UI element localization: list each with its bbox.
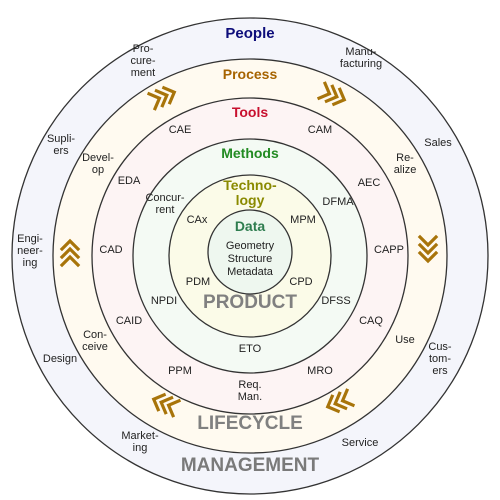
people-label-procurement-2: cure- — [130, 55, 155, 67]
people-label-engineering-2: neer- — [17, 245, 43, 257]
people-label-manufacturing-1: Manu- — [345, 46, 377, 58]
people-label-marketing-1: Market- — [121, 430, 159, 442]
tool-label-cad: CAD — [99, 244, 122, 256]
tool-label-req-1: Req. — [238, 379, 261, 391]
people-label-supliers-1: Supli- — [47, 133, 75, 145]
tool-label-mro: MRO — [307, 365, 333, 377]
tech-label-cax: CAx — [187, 214, 208, 226]
people-label-customers-2: tom- — [429, 353, 451, 365]
people-label-engineering-1: Engi- — [17, 233, 43, 245]
process-label-develop-1: Devel- — [82, 152, 114, 164]
people-label-supliers-2: ers — [53, 145, 69, 157]
chevron-arrow-icon — [59, 238, 81, 268]
tool-label-eda: EDA — [118, 175, 141, 187]
chevron-arrow-icon — [417, 234, 439, 264]
lifecycle-title: LIFECYCLE — [197, 413, 303, 434]
people-label-procurement-3: ment — [131, 67, 155, 79]
chevron-arrow-icon — [325, 388, 356, 414]
technology-title-line1: Techno- — [223, 177, 277, 193]
people-label-manufacturing-2: facturing — [340, 58, 382, 70]
people-label-procurement-1: Pro- — [133, 43, 154, 55]
chevron-arrow-icon — [316, 81, 347, 107]
process-label-realize-1: Re- — [396, 152, 414, 164]
people-label-engineering-3: ing — [23, 257, 38, 269]
tool-label-cam: CAM — [308, 124, 332, 136]
people-label-design: Design — [43, 353, 77, 365]
data-item-metadata: Metadata — [227, 266, 274, 278]
technology-title-line2: logy — [236, 192, 265, 208]
tech-label-pdm: PDM — [186, 276, 210, 288]
tool-label-aec: AEC — [358, 177, 381, 189]
method-label-dfss: DFSS — [321, 295, 350, 307]
people-label-customers-1: Cus- — [428, 341, 452, 353]
management-title: MANAGEMENT — [181, 455, 320, 476]
tool-label-caq: CAQ — [359, 315, 383, 327]
method-label-concurrent-1: Concur- — [145, 192, 184, 204]
process-label-use: Use — [395, 334, 415, 346]
product-title: PRODUCT — [203, 292, 297, 313]
process-label-conceive-1: Con- — [83, 329, 107, 341]
tech-label-mpm: MPM — [290, 214, 316, 226]
method-label-dfma: DFMA — [322, 196, 354, 208]
tool-label-req-2: Man. — [238, 391, 262, 403]
method-label-concurrent-2: rent — [156, 204, 175, 216]
tool-label-capp: CAPP — [374, 244, 404, 256]
chevron-arrow-icon — [151, 392, 182, 418]
data-item-geometry: Geometry — [226, 240, 275, 252]
people-label-service: Service — [342, 437, 379, 449]
tools-title: Tools — [232, 104, 269, 120]
ring-data — [207, 209, 293, 295]
tool-label-caid: CAID — [116, 315, 142, 327]
people-title: People — [225, 25, 274, 42]
methods-title: Methods — [221, 145, 279, 161]
people-label-marketing-2: ing — [133, 442, 148, 454]
process-title: Process — [223, 66, 278, 82]
tech-label-cpd: CPD — [289, 276, 312, 288]
method-label-eto: ETO — [239, 343, 262, 355]
data-title: Data — [235, 218, 266, 234]
tool-label-ppm: PPM — [168, 365, 192, 377]
method-label-npdi: NPDI — [151, 295, 177, 307]
people-label-customers-3: ers — [432, 365, 448, 377]
tool-label-cae: CAE — [169, 124, 192, 136]
process-label-realize-2: alize — [394, 164, 417, 176]
process-label-develop-2: op — [92, 164, 104, 176]
data-item-structure: Structure — [228, 253, 273, 265]
process-label-conceive-2: ceive — [82, 341, 108, 353]
chevron-arrow-icon — [146, 85, 177, 111]
people-label-sales: Sales — [424, 137, 452, 149]
